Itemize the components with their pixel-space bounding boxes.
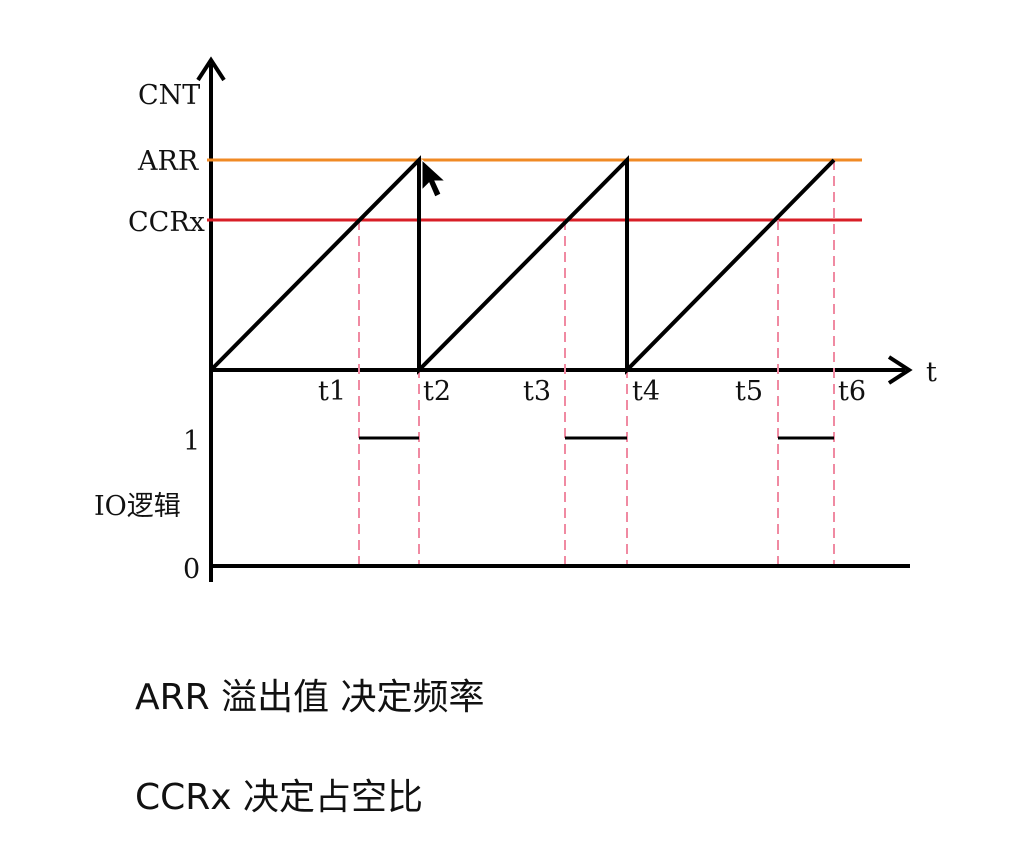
counter-sawtooth: [209, 155, 836, 375]
time-label-t5: t5: [735, 376, 763, 407]
ccr-label: CCRx: [128, 207, 205, 238]
ccr-note: CCRx 决定占空比: [135, 777, 424, 818]
time-label-t1: t1: [318, 376, 346, 407]
time-label-t3: t3: [523, 376, 551, 407]
cnt-axis-arrowhead: [196, 56, 226, 82]
io-low-label: 0: [183, 554, 200, 585]
cnt-axis-label: CNT: [138, 80, 200, 111]
io-high-label: 1: [183, 426, 200, 457]
mouse-pointer-icon: [421, 158, 447, 198]
time-label-t6: t6: [838, 376, 866, 407]
io-axis-label: IO逻辑: [94, 491, 181, 522]
time-label-t4: t4: [632, 376, 660, 407]
arr-label: ARR: [137, 146, 199, 177]
time-label-t2: t2: [423, 376, 451, 407]
arr-note: ARR 溢出值 决定频率: [135, 677, 485, 718]
time-axis-label: t: [926, 357, 937, 388]
time-axis-arrowhead: [887, 355, 913, 385]
